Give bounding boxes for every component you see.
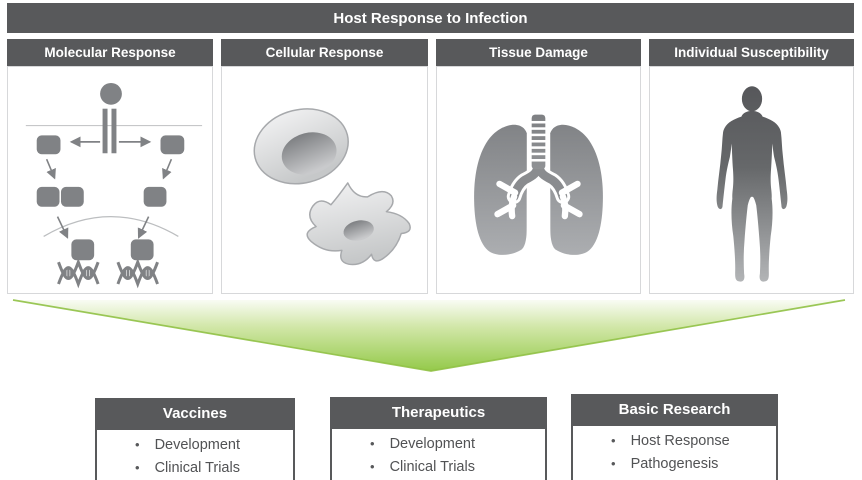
lung-notch [526,179,551,261]
arrow-down [56,216,69,239]
bullet-icon: • [135,459,140,475]
list-item: • Development [332,433,545,456]
panel-label: Tissue Damage [489,45,588,60]
item-label: Clinical Trials [389,458,475,475]
round-cell-icon [253,108,349,185]
item-label: Development [154,437,240,453]
box-therapeutics: Therapeutics • Development • Clinical Tr… [330,397,547,480]
box-body: • Development • Clinical Trials [330,429,547,480]
item-label: Clinical Trials [154,459,240,476]
box-body: • Development • Clinical Trials [95,430,295,480]
bullet-icon: • [611,433,616,448]
list-item: • Clinical Trials [97,457,293,480]
panel-body-tissue-damage [436,66,641,294]
list-item: • Clinical Trials [332,456,545,479]
immune-cells-icon [253,108,411,266]
panel-label: Individual Susceptibility [674,45,829,60]
list-item: • Host Response [573,430,776,453]
bullet-icon: • [135,437,140,452]
dna-icon [116,257,159,289]
box-title: Basic Research [571,394,778,426]
panel-body-cellular-response [221,66,428,294]
panel-header-molecular-response: Molecular Response [7,39,213,66]
item-label: Development [389,436,475,452]
item-label: Pathogenesis [630,455,719,472]
protein-box [36,186,60,207]
bullet-icon: • [611,455,616,471]
panel-header-individual-susceptibility: Individual Susceptibility [649,39,854,66]
box-basic-research: Basic Research • Host Response • Pathoge… [571,394,778,480]
arrow-down [137,216,150,239]
item-label: Host Response [630,433,730,449]
box-title: Vaccines [95,398,295,430]
protein-box [60,186,84,207]
panel-label: Cellular Response [265,45,384,60]
lungs-icon [474,114,603,261]
box-vaccines: Vaccines • Development • Clinical Trials [95,398,295,480]
panel-body-molecular-response [7,66,213,294]
panel-body-individual-susceptibility [649,66,854,294]
panel-header-tissue-damage: Tissue Damage [436,39,641,66]
human-silhouette-icon [716,86,788,282]
box-title: Therapeutics [330,397,547,429]
panel-header-cellular-response: Cellular Response [221,39,428,66]
dna-icon [57,257,100,289]
box-body: • Host Response • Pathogenesis [571,426,778,480]
downward-funnel-arrow-icon [12,299,846,372]
nuclear-membrane-arc [43,216,179,238]
ligand-icon [100,82,122,105]
protein-box [160,135,185,155]
bullet-icon: • [370,458,375,474]
bullet-icon: • [370,436,375,451]
banner: Host Response to Infection [7,3,854,33]
arrow-down [162,158,173,180]
panel-label: Molecular Response [44,45,176,60]
banner-title: Host Response to Infection [333,9,528,27]
right-lung [550,124,603,255]
list-item: • Development [97,434,293,457]
protein-box [130,239,154,261]
protein-box [143,186,167,207]
amoeboid-cell-icon [306,182,411,266]
signaling-pathway-icon [25,82,203,289]
receptor-icon [102,108,117,154]
left-lung [474,124,527,255]
protein-box [71,239,95,261]
arrow-down [45,158,56,180]
protein-box [36,135,61,155]
list-item: • Pathogenesis [573,453,776,476]
